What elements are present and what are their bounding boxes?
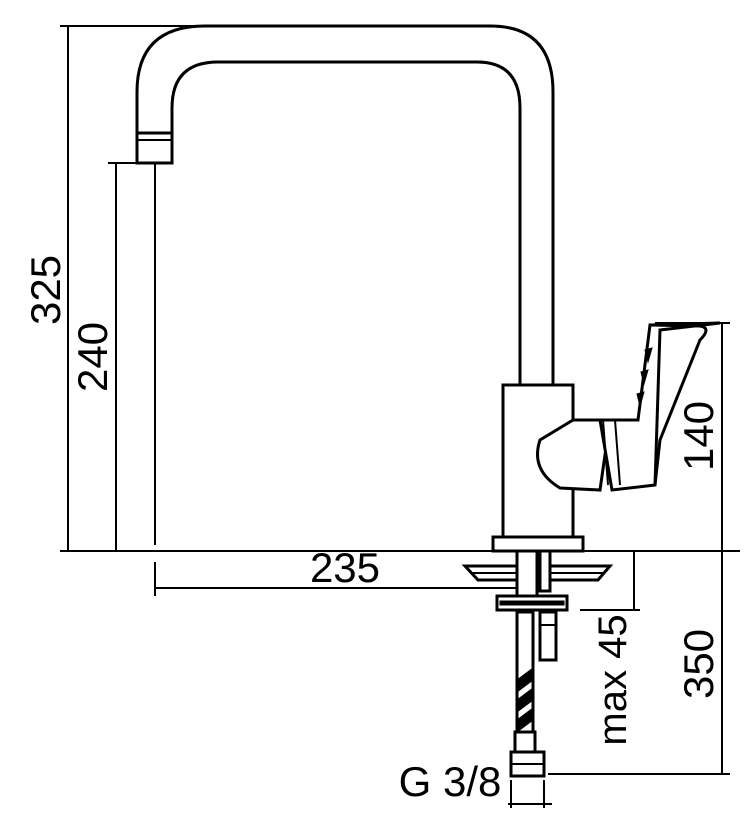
dim-max-deck-thickness: max 45	[591, 614, 635, 745]
mounting-kit	[461, 549, 614, 778]
dim-hose-length: 350	[675, 629, 722, 699]
lever-handle	[536, 321, 721, 492]
faucet-body	[491, 383, 585, 553]
dim-handle-height: 140	[675, 401, 722, 471]
dim-connection-thread: G 3/8	[399, 758, 502, 805]
dim-spout-reach: 235	[310, 544, 380, 591]
spout	[135, 24, 555, 385]
dimension-lines	[60, 25, 740, 808]
dim-spout-height: 240	[69, 322, 116, 392]
dim-total-height: 325	[22, 255, 69, 325]
